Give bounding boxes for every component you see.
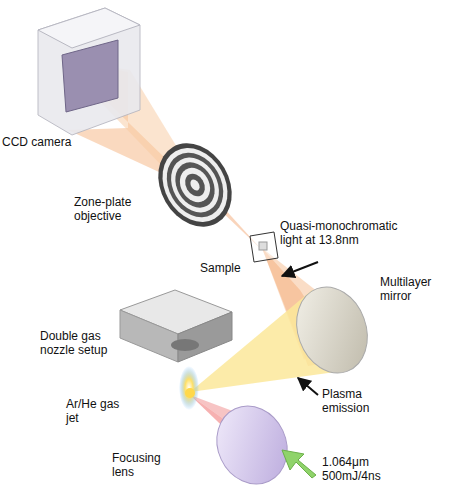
leader-arrow: [298, 378, 318, 395]
nozzle-box: [120, 310, 178, 362]
multilayer-mirror: [285, 277, 379, 383]
component-label: Sample: [200, 262, 250, 276]
zone-ring: [189, 178, 202, 192]
camera-label: CCD camera: [2, 136, 82, 150]
component-label: Double gas nozzle setup: [40, 330, 114, 358]
annotation: Quasi-monochromatic light at 13.8nm: [280, 220, 410, 248]
component-label: Focusing lens: [112, 452, 178, 480]
nozzle-box: [178, 312, 232, 362]
gas-jet: [179, 366, 199, 410]
zone-ring: [167, 155, 222, 215]
component-label: Multilayer mirror: [380, 276, 450, 304]
focusing-lens: [204, 394, 299, 488]
zone-ring: [155, 143, 234, 228]
label-text: CCD camera: [2, 136, 82, 150]
laser-arrow: [282, 450, 316, 478]
component-label: Zone-plate objective: [74, 196, 150, 224]
zone-ring: [174, 162, 216, 207]
label-text: Focusing lens: [112, 452, 178, 480]
zone-ring: [161, 149, 228, 221]
label-text: Zone-plate objective: [74, 196, 150, 224]
zone-ring: [181, 170, 209, 200]
annotation: Plasma emission: [322, 388, 382, 416]
ccd-chip: [62, 40, 118, 112]
camera-housing: [38, 8, 140, 135]
nozzle: [171, 339, 199, 351]
annotation: Ar/He gas jet: [66, 398, 126, 426]
zone-plate: [144, 130, 247, 240]
label-text: Double gas nozzle setup: [40, 330, 114, 358]
camera-housing: [38, 8, 140, 48]
label-text: Multilayer mirror: [380, 276, 450, 304]
annotation: 1.064μm 500mJ/4ns: [322, 456, 402, 484]
label-text: Sample: [200, 262, 250, 276]
plasma-spot: [185, 388, 195, 398]
leader-arrow: [282, 262, 318, 276]
zone-ring: [144, 130, 247, 240]
zone-ring: [150, 136, 241, 234]
sample-frame: [250, 232, 278, 262]
sample-specimen: [259, 242, 267, 250]
